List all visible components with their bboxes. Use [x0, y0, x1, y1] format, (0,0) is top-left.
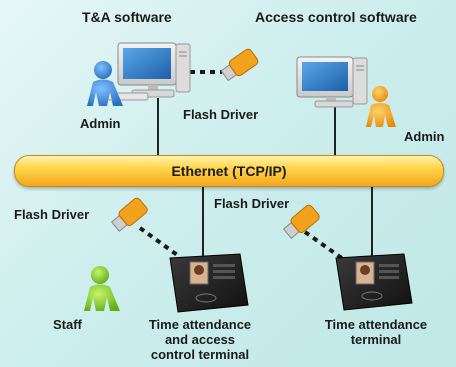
person-icon: [84, 266, 120, 311]
terminal-left-line3: control terminal: [150, 347, 250, 362]
connector-lines: [157, 98, 373, 262]
terminal-right-caption: Time attendance terminal: [306, 317, 446, 347]
flash-link-left: [138, 226, 182, 259]
terminal-left-caption: Time attendance and access control termi…: [130, 317, 270, 362]
access-software-label: Access control software: [255, 9, 417, 25]
flash-drive-icon: [282, 204, 320, 239]
person-icon: [366, 86, 396, 127]
flash-drive-icon: [220, 48, 259, 82]
ethernet-bar: Ethernet (TCP/IP): [14, 155, 444, 187]
flash-driver-top-label: Flash Driver: [183, 107, 259, 122]
flash-links: [138, 70, 345, 261]
admin-right-label: Admin: [404, 129, 445, 144]
ta-software-label: T&A software: [82, 9, 172, 25]
terminal-left-line2: and access: [164, 332, 236, 347]
terminal-right-line2: terminal: [350, 332, 402, 347]
flash-driver-middle-label: Flash Driver: [214, 196, 290, 211]
staff-label: Staff: [53, 317, 82, 332]
terminal-left-line1: Time attendance: [148, 317, 252, 332]
terminal-icon: [335, 253, 413, 311]
ethernet-label: Ethernet (TCP/IP): [171, 163, 287, 179]
person-icon: [87, 61, 123, 106]
terminal-icon: [169, 253, 249, 313]
flash-driver-left-label: Flash Driver: [14, 207, 90, 222]
computer-icon: [107, 42, 191, 101]
computer-icon: [296, 56, 368, 108]
admin-left-label: Admin: [80, 116, 121, 131]
flash-link-middle: [303, 230, 345, 261]
terminal-right-line1: Time attendance: [324, 317, 428, 332]
flash-drive-icon: [110, 197, 148, 232]
